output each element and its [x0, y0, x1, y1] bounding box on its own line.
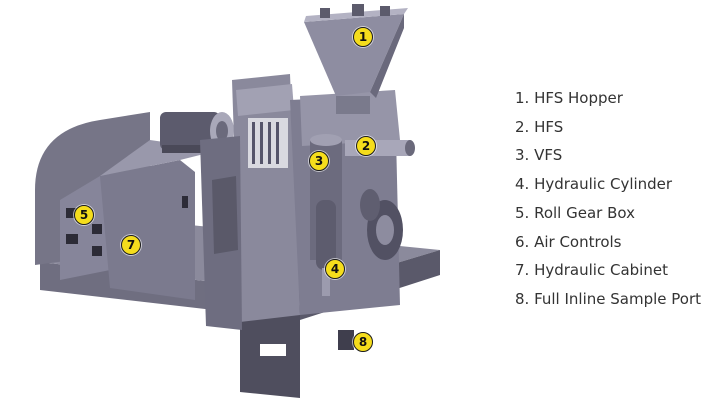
- legend-item-vfs: 3. VFS: [515, 146, 563, 165]
- hydraulic-cabinet: [100, 160, 195, 300]
- component-legend: 1. HFS Hopper 2. HFS 3. VFS 4. Hydraulic…: [515, 84, 701, 314]
- roll-assembly-top: [300, 90, 400, 146]
- hopper-side: [370, 14, 404, 98]
- callout-5: 5: [74, 205, 94, 225]
- callout-2: 2: [356, 136, 376, 156]
- hopper-outlet: [336, 96, 370, 114]
- legend-item-hfs: 2. HFS: [515, 117, 564, 136]
- legend-item-roll-gear-box: 5. Roll Gear Box: [515, 203, 635, 222]
- callout-3: 3: [309, 151, 329, 171]
- gear-box-port: [92, 224, 102, 234]
- legend-item-hydraulic-cylinder: 4. Hydraulic Cylinder: [515, 175, 673, 194]
- gear-box-port: [92, 246, 102, 256]
- horizontal-feed-tube: [345, 140, 410, 156]
- hydraulic-cylinder-rod: [322, 268, 330, 296]
- machine-illustration: 1 2 3 4 5 7 8: [35, 4, 440, 398]
- sample-port-label-plate: [260, 344, 286, 356]
- main-frame-beam: [236, 84, 294, 116]
- callout-4: 4: [325, 259, 345, 279]
- roll-gear-wheel: [360, 189, 380, 221]
- legend-item-hfs-hopper: 1. HFS Hopper: [515, 89, 623, 107]
- legend-item-air-controls: 6. Air Controls: [515, 232, 622, 251]
- motor-mount: [162, 145, 218, 153]
- callout-7: 7: [121, 235, 141, 255]
- hopper-front: [304, 14, 404, 96]
- legend-item-sample-port: 8. Full Inline Sample Port: [515, 289, 702, 308]
- gear-box-port: [66, 208, 78, 218]
- legend-item-hydraulic-cabinet: 7. Hydraulic Cabinet: [515, 261, 668, 280]
- roller-compactor-drawing: [35, 4, 440, 398]
- motor-shaft-cover: [216, 121, 228, 141]
- cabinet-latch: [182, 196, 188, 208]
- sample-port: [338, 330, 354, 350]
- callout-1: 1: [353, 27, 373, 47]
- gear-box-port: [66, 234, 78, 244]
- callout-8: 8: [353, 332, 373, 352]
- hydraulic-cylinder-body: [316, 200, 336, 270]
